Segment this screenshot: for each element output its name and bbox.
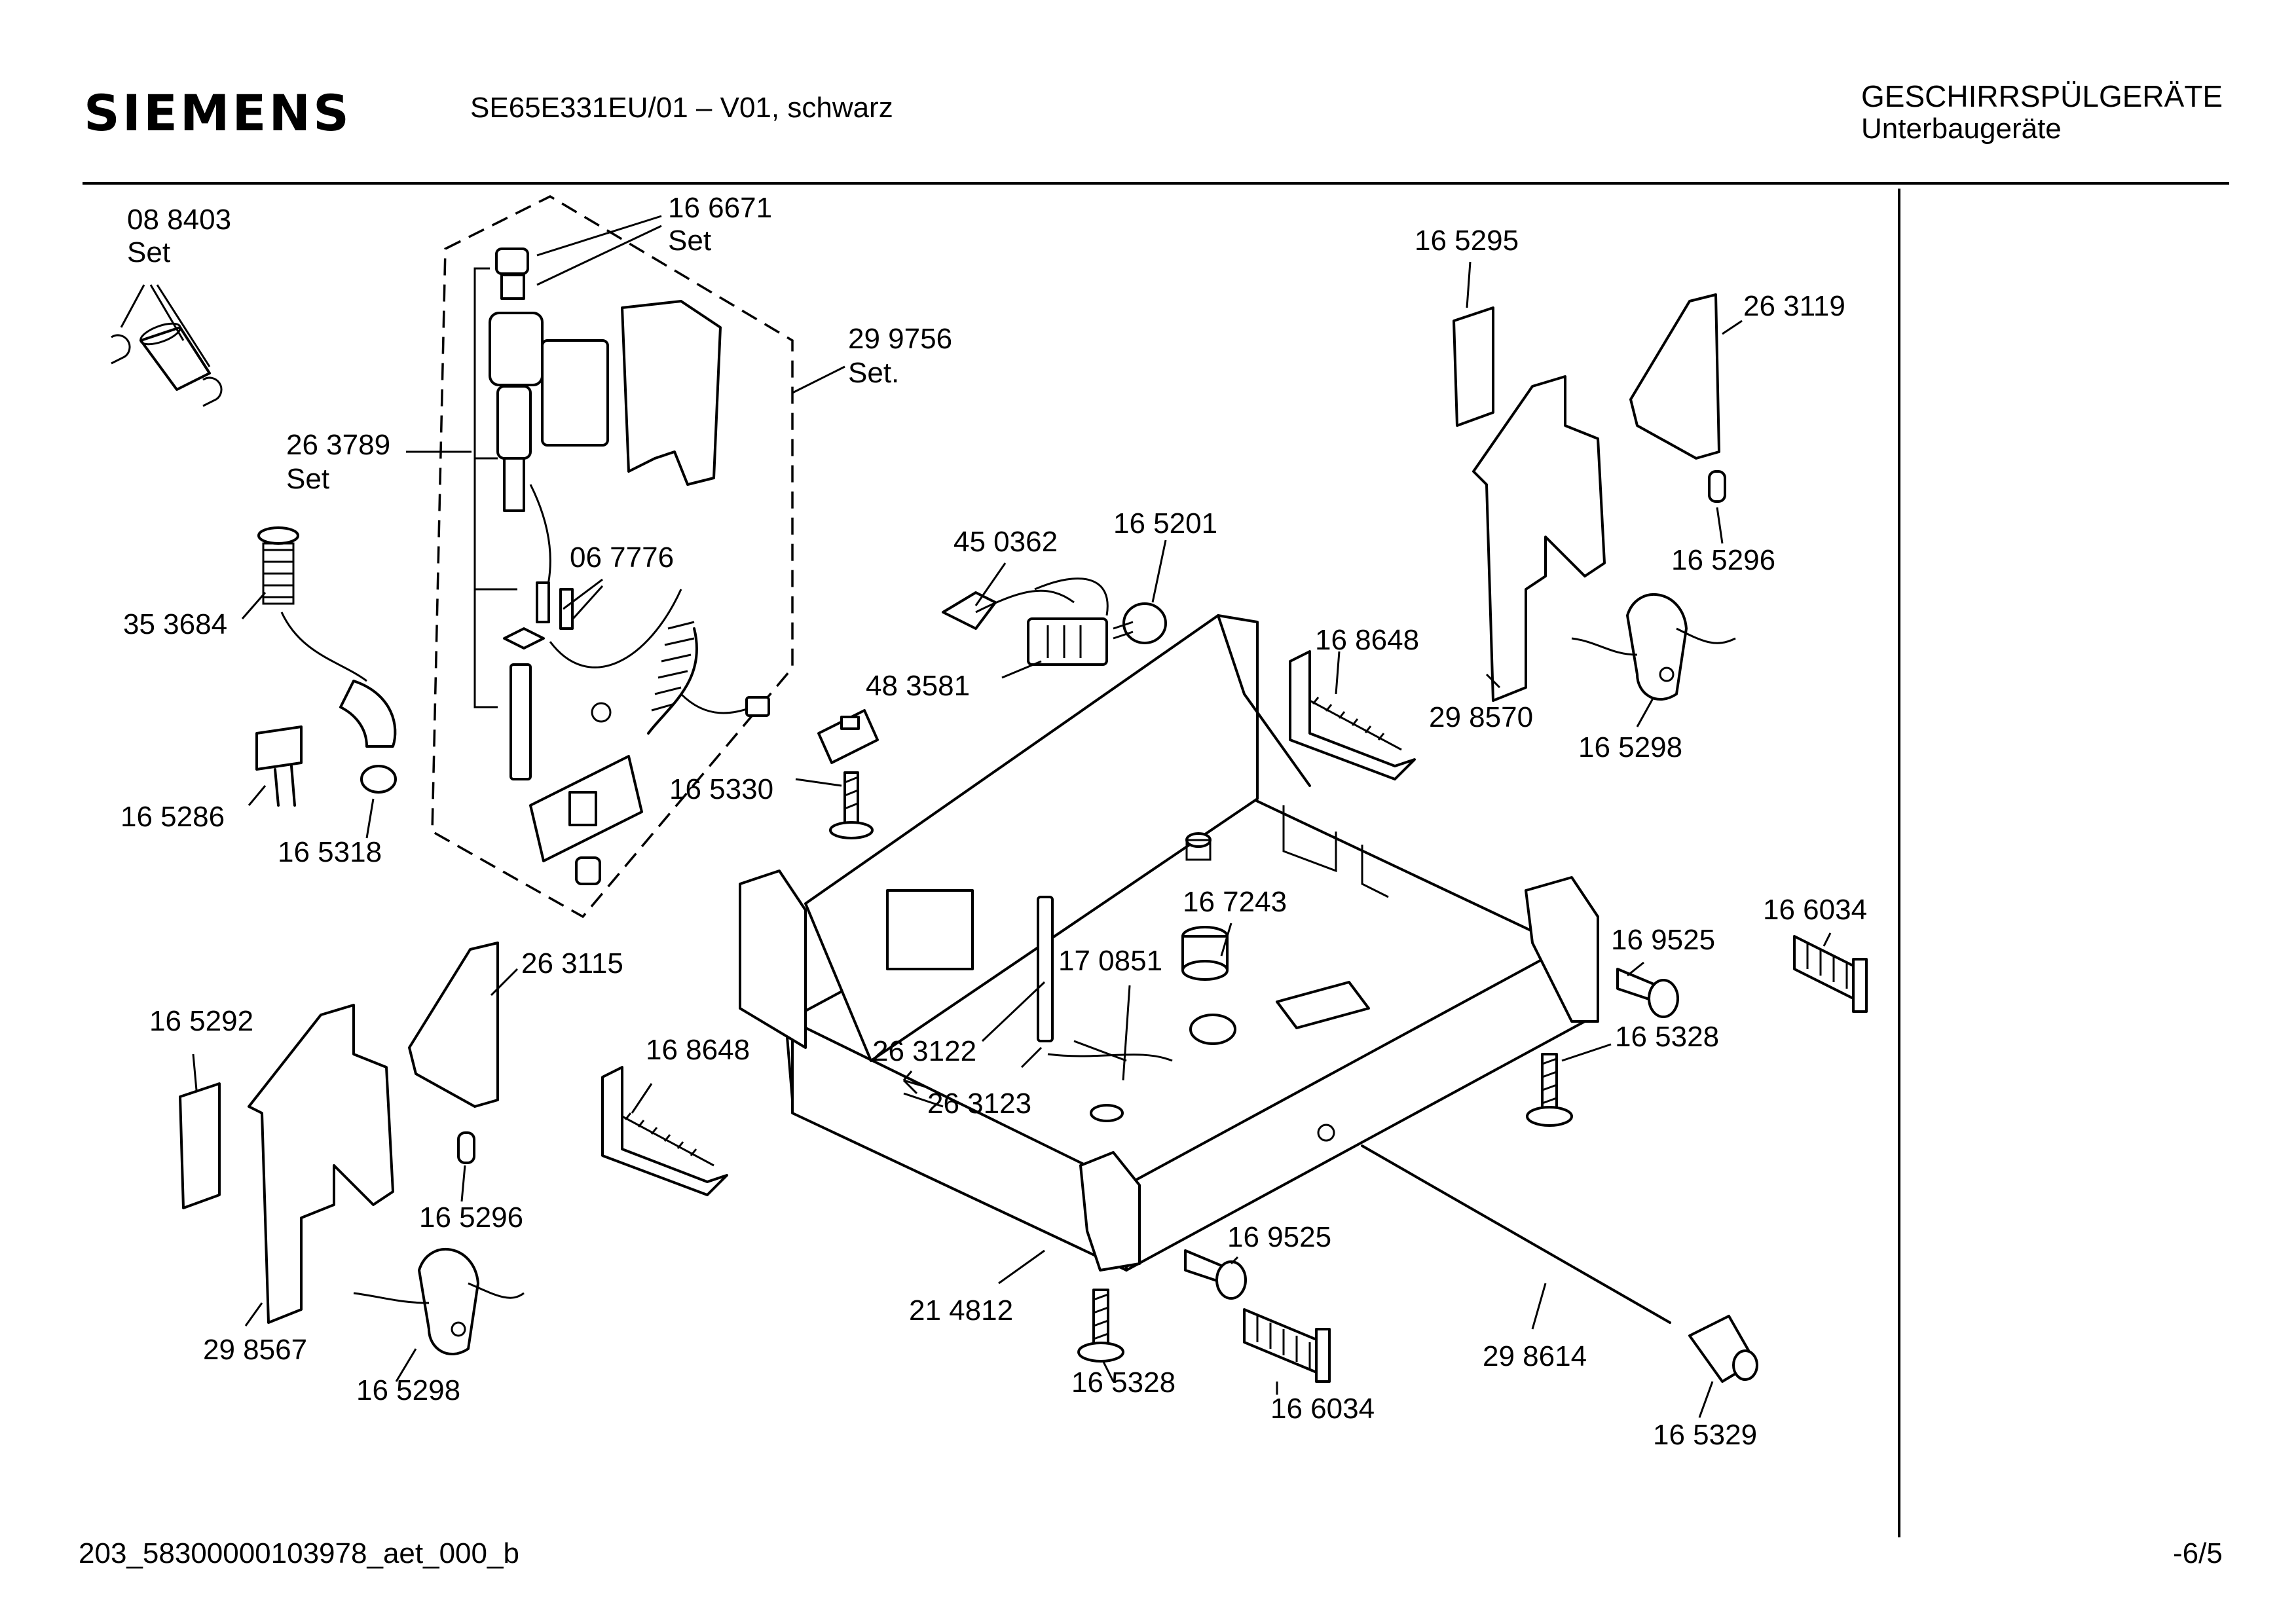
part-label: 21 4812 xyxy=(909,1294,1013,1327)
subcategory-title: Unterbaugeräte xyxy=(1861,113,2062,145)
part-label: 16 9525 xyxy=(1227,1221,1331,1253)
part-label: 16 5328 xyxy=(1615,1021,1719,1053)
part-label: 16 5329 xyxy=(1653,1419,1757,1451)
part-label: 16 5201 xyxy=(1113,507,1217,540)
part-label: 26 3789 xyxy=(286,429,390,461)
foot-front xyxy=(1077,1289,1124,1363)
part-label: 48 3581 xyxy=(866,670,970,702)
part-label: 16 6034 xyxy=(1270,1393,1375,1425)
part-label: 16 5286 xyxy=(120,801,225,833)
screw-right xyxy=(1616,968,1679,1018)
part-label: 16 6034 xyxy=(1763,894,1867,926)
part-label: 16 9525 xyxy=(1611,924,1715,956)
screw-front xyxy=(1184,1249,1247,1300)
cable-module xyxy=(942,577,1167,666)
part-label: Set xyxy=(127,236,170,268)
model-number: SE65E331EU/01 – V01, schwarz xyxy=(470,92,893,124)
hinge-right xyxy=(1453,293,1736,702)
part-label: 29 9756 xyxy=(848,323,952,355)
rail-right xyxy=(1793,935,1868,1013)
foot-right xyxy=(1526,1053,1573,1127)
valve-assembly xyxy=(473,247,722,708)
water-inlet-block xyxy=(529,755,643,885)
part-label: 16 5318 xyxy=(278,836,382,868)
part-label: 08 8403 xyxy=(127,204,231,236)
margin-divider xyxy=(1898,189,1900,1537)
brand-logo: SIEMENS xyxy=(84,84,352,142)
category-title: GESCHIRRSPÜLGERÄTE xyxy=(1861,79,2223,113)
part-label: 16 8648 xyxy=(1315,624,1419,656)
hose-with-clamps xyxy=(111,322,223,407)
part-label: 16 5328 xyxy=(1071,1366,1176,1399)
heating-element-upper xyxy=(1289,650,1416,780)
part-label: Set xyxy=(286,463,329,495)
part-label: 16 5296 xyxy=(419,1201,523,1234)
part-label: 16 5292 xyxy=(149,1005,253,1037)
part-label: 16 5295 xyxy=(1415,225,1519,257)
front-arrow-icon xyxy=(902,1071,931,1095)
part-label: 16 8648 xyxy=(646,1034,750,1066)
part-label: 16 6671 xyxy=(668,192,772,224)
part-label: 35 3684 xyxy=(123,608,227,640)
part-label: 29 8614 xyxy=(1483,1340,1587,1372)
guide-rod xyxy=(503,627,545,780)
leader-lines xyxy=(120,215,1832,1418)
document-id: 203_58300000103978_aet_000_b xyxy=(79,1537,519,1569)
page-number: -6/5 xyxy=(2173,1537,2223,1569)
part-label: 16 7243 xyxy=(1183,886,1287,918)
rail-front xyxy=(1243,1308,1331,1383)
part-label: 26 3115 xyxy=(521,947,623,980)
part-label: 29 8570 xyxy=(1429,701,1533,733)
part-label: 16 5298 xyxy=(356,1374,460,1406)
part-label: 26 3122 xyxy=(872,1035,976,1067)
base-tub xyxy=(739,614,1599,1272)
part-label: 17 0851 xyxy=(1058,945,1162,977)
hose-clip xyxy=(255,725,303,807)
part-label: Set. xyxy=(848,357,899,389)
part-label: Set xyxy=(668,225,711,257)
part-label: 29 8567 xyxy=(203,1334,307,1366)
part-label: 16 5298 xyxy=(1578,731,1682,763)
bellows-hose xyxy=(257,526,397,794)
header-divider xyxy=(83,182,2229,185)
adjustment-rod xyxy=(1361,1145,1758,1383)
part-label: 26 3123 xyxy=(927,1088,1031,1120)
detergent-actuator xyxy=(817,709,879,839)
part-label: 16 5330 xyxy=(669,773,773,805)
part-label: 45 0362 xyxy=(954,526,1058,558)
set-boundary xyxy=(431,195,794,919)
hinge-left xyxy=(179,942,525,1356)
part-label: 06 7776 xyxy=(570,541,674,574)
heating-element-lower xyxy=(601,1066,728,1196)
part-label: 16 5296 xyxy=(1671,544,1775,576)
heating-hose xyxy=(591,621,770,735)
part-label: 26 3119 xyxy=(1743,290,1845,322)
